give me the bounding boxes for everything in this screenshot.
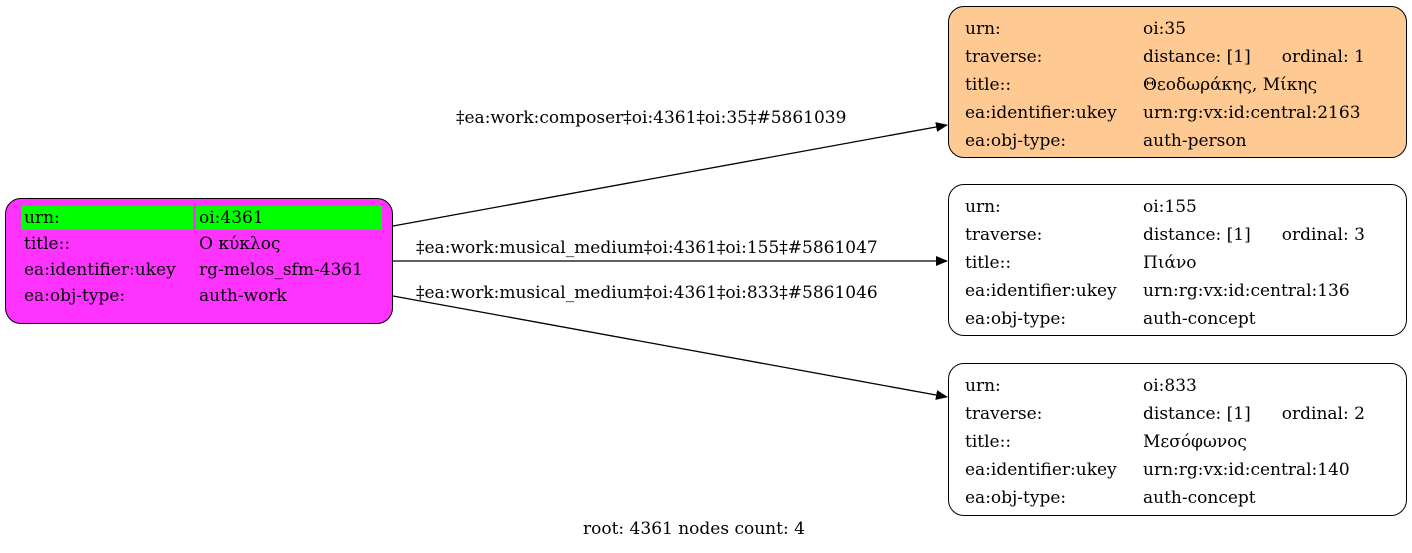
root-row-title: title:: Ο κύκλος — [21, 232, 382, 256]
root-key: urn: — [21, 206, 193, 230]
row-ukey: ea:identifier:ukey urn:rg:vx:id:central:2… — [961, 101, 1368, 125]
key-traverse: traverse: — [965, 404, 1043, 424]
row-urn: urn: oi:155 — [961, 195, 1368, 219]
row-traverse: traverse: distance: [1] ordinal: 2 — [961, 402, 1368, 426]
root-node[interactable]: urn: oi:4361 title:: Ο κύκλος ea:identif… — [5, 198, 393, 324]
edge-label-musical-medium-155: ‡ea:work:musical_medium‡oi:4361‡oi:155‡#… — [416, 238, 878, 258]
edge-composer — [392, 122, 948, 227]
value-title: Μεσόφωνος — [1143, 432, 1247, 452]
value-urn: oi:155 — [1143, 197, 1197, 217]
edge-label-musical-medium-833: ‡ea:work:musical_medium‡oi:4361‡oi:833‡#… — [416, 283, 878, 303]
key-obj-type: ea:obj-type: — [965, 488, 1067, 508]
value-ukey: urn:rg:vx:id:central:136 — [1143, 281, 1350, 301]
key-urn: urn: — [965, 197, 1001, 217]
root-value: Ο κύκλος — [199, 234, 281, 254]
row-traverse: traverse: distance: [1] ordinal: 3 — [961, 223, 1368, 247]
value-ordinal: ordinal: 1 — [1281, 47, 1365, 67]
value-ukey: urn:rg:vx:id:central:2163 — [1143, 103, 1361, 123]
root-value: rg-melos_sfm-4361 — [199, 260, 363, 280]
root-value: oi:4361 — [196, 206, 382, 230]
value-ordinal: ordinal: 3 — [1281, 225, 1365, 245]
row-title: title::Θεοδωράκης, Μίκης — [961, 73, 1368, 97]
root-row-urn: urn: oi:4361 — [21, 206, 382, 230]
key-ukey: ea:identifier:ukey — [965, 103, 1117, 123]
value-obj-type: auth-concept — [1143, 488, 1256, 508]
key-ukey: ea:identifier:ukey — [965, 281, 1117, 301]
root-row-ukey: ea:identifier:ukey rg-melos_sfm-4361 — [21, 258, 382, 282]
key-traverse: traverse: — [965, 47, 1043, 67]
row-title: title::Πιάνο — [961, 251, 1368, 275]
value-urn: oi:833 — [1143, 376, 1197, 396]
value-distance: distance: [1] — [1143, 404, 1251, 424]
root-row-obj-type: ea:obj-type: auth-work — [21, 284, 382, 308]
row-obj-type: ea:obj-type: auth-person — [961, 129, 1368, 153]
value-distance: distance: [1] — [1143, 225, 1251, 245]
value-title: Πιάνο — [1143, 253, 1197, 273]
row-ukey: ea:identifier:ukey urn:rg:vx:id:central:1… — [961, 279, 1368, 303]
value-ukey: urn:rg:vx:id:central:140 — [1143, 460, 1350, 480]
value-obj-type: auth-concept — [1143, 309, 1256, 329]
row-title: title::Μεσόφωνος — [961, 430, 1368, 454]
value-urn: oi:35 — [1143, 19, 1187, 39]
child-node-table: urn: oi:35 traverse: distance: [1] ordinal:… — [961, 13, 1368, 157]
value-ordinal: ordinal: 2 — [1281, 404, 1365, 424]
child-node-oi-155[interactable]: urn: oi:155 traverse: distance: [1] ordinal… — [948, 184, 1407, 336]
key-obj-type: ea:obj-type: — [965, 131, 1067, 151]
edge-musical-medium-833 — [392, 295, 948, 400]
key-title: title:: — [965, 75, 1012, 95]
key-traverse: traverse: — [965, 225, 1043, 245]
key-obj-type: ea:obj-type: — [965, 309, 1067, 329]
row-urn: urn: oi:833 — [961, 374, 1368, 398]
root-value: auth-work — [199, 286, 287, 306]
row-obj-type: ea:obj-type: auth-concept — [961, 307, 1368, 331]
child-node-oi-833[interactable]: urn: oi:833 traverse: distance: [1] ordinal… — [948, 363, 1407, 516]
graph-footer: root: 4361 nodes count: 4 — [583, 519, 805, 539]
root-key: ea:identifier:ukey — [24, 260, 176, 280]
key-title: title:: — [965, 253, 1012, 273]
child-node-oi-35[interactable]: urn: oi:35 traverse: distance: [1] ordinal:… — [948, 6, 1407, 158]
root-key: ea:obj-type: — [24, 286, 126, 306]
row-traverse: traverse: distance: [1] ordinal: 1 — [961, 45, 1368, 69]
edge-label-composer: ‡ea:work:composer‡oi:4361‡oi:35‡#5861039 — [456, 108, 847, 128]
value-distance: distance: [1] — [1143, 47, 1251, 67]
root-key: title:: — [24, 234, 71, 254]
child-node-table: urn: oi:833 traverse: distance: [1] ordinal… — [961, 370, 1368, 514]
root-node-table: urn: oi:4361 title:: Ο κύκλος ea:identif… — [18, 204, 385, 310]
row-urn: urn: oi:35 — [961, 17, 1368, 41]
child-node-table: urn: oi:155 traverse: distance: [1] ordinal… — [961, 191, 1368, 335]
key-urn: urn: — [965, 19, 1001, 39]
row-ukey: ea:identifier:ukey urn:rg:vx:id:central:1… — [961, 458, 1368, 482]
value-obj-type: auth-person — [1143, 131, 1247, 151]
row-obj-type: ea:obj-type: auth-concept — [961, 486, 1368, 510]
key-title: title:: — [965, 432, 1012, 452]
value-title: Θεοδωράκης, Μίκης — [1143, 75, 1318, 95]
key-urn: urn: — [965, 376, 1001, 396]
key-ukey: ea:identifier:ukey — [965, 460, 1117, 480]
